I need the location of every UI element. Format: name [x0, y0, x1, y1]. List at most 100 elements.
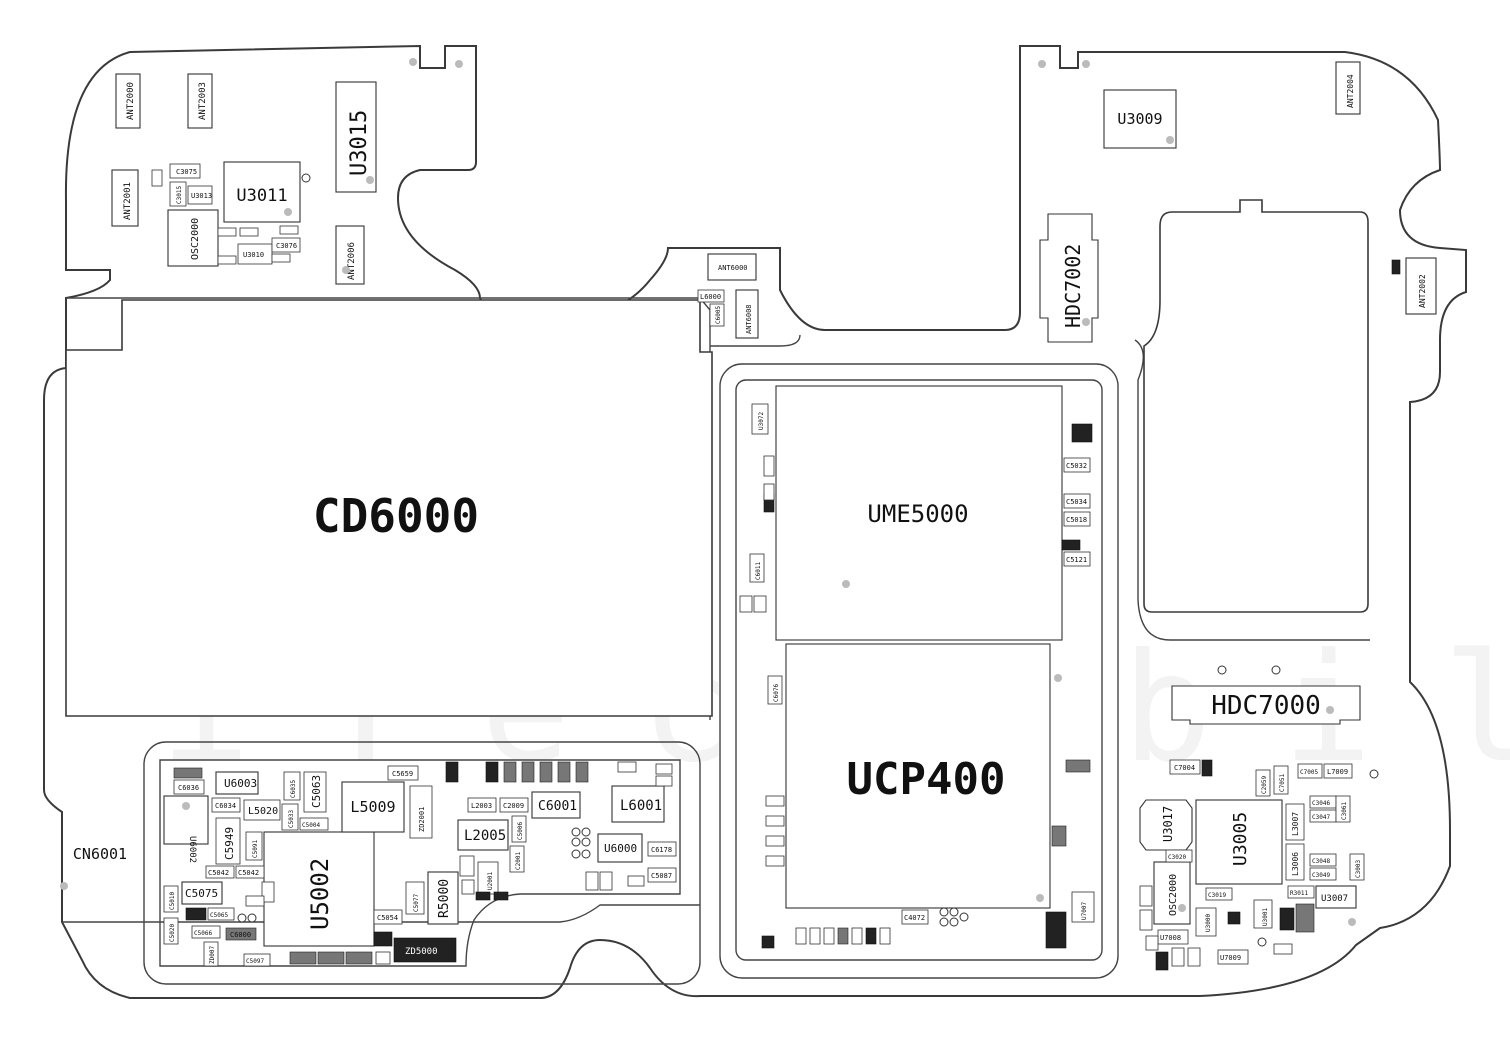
small-pad-20 [1187, 947, 1201, 967]
mid-block-2 [1065, 759, 1091, 773]
c6076-pad [767, 675, 783, 705]
u3009-chip [1103, 89, 1177, 149]
dark-strip-1 [485, 761, 499, 783]
c5091-pad [245, 831, 263, 861]
u3011-label: U3011 [236, 186, 287, 206]
u7007-label: U7007 [1081, 902, 1088, 920]
via-8 [842, 580, 850, 588]
small-pad-17 [627, 875, 645, 887]
c6036-pad [173, 779, 205, 795]
inner-route-right [1134, 339, 1370, 641]
processor-shield-outer [719, 363, 1119, 979]
c3003-pad [1349, 853, 1365, 881]
u5002-label: U5002 [306, 858, 334, 930]
c5032-label: C5032 [1066, 462, 1087, 470]
mid-strip-5 [557, 761, 571, 783]
l2003-pad [467, 797, 497, 813]
via-16 [342, 266, 350, 274]
c5006-pad [511, 815, 527, 843]
dark-block-9 [493, 891, 509, 901]
dark-block-7 [373, 931, 393, 947]
u5002-chip [263, 831, 375, 947]
u3072-pad [751, 403, 769, 435]
mid-block-1 [1051, 825, 1067, 847]
r3011-pad [1287, 885, 1315, 899]
c5034-pad [1063, 493, 1091, 509]
c3019-label: C3019 [1208, 892, 1226, 899]
mid-strip-6 [575, 761, 589, 783]
c6035-label: C6035 [290, 780, 297, 798]
small-pad-21 [1273, 943, 1293, 955]
c5087-label: C5087 [651, 872, 672, 880]
cap-ring-7 [247, 913, 257, 923]
cap-ring-5 [959, 912, 969, 922]
c5075-label: C5075 [185, 887, 218, 900]
small-pad-16 [599, 871, 613, 891]
zd007-label: ZD007 [209, 946, 216, 964]
c6076-label: C6076 [773, 684, 780, 702]
c2001-label: C2001 [515, 852, 522, 870]
c2059-label: C2059 [1261, 776, 1268, 794]
test-point-1 [301, 173, 311, 183]
c5063-label: C5063 [310, 775, 323, 808]
c6011-label: C6011 [755, 562, 762, 580]
c3061-pad [1335, 795, 1351, 823]
c3046-label: C3046 [1312, 800, 1330, 807]
c5010-label: C5010 [169, 892, 176, 910]
ant2004-pad [1335, 61, 1361, 115]
u3000-pad [1195, 907, 1217, 937]
c5121-pad [1063, 551, 1091, 567]
ant6000-label: ANT6000 [718, 264, 748, 272]
ant2003-pad [187, 73, 213, 129]
via-3 [1038, 60, 1046, 68]
u3013-pad [187, 185, 213, 205]
mid-row-2 [317, 951, 345, 965]
via-2 [455, 60, 463, 68]
r3011-label: R3011 [1290, 890, 1308, 897]
c5065-pad [207, 907, 235, 921]
c6001-label: C6001 [538, 799, 577, 814]
pad-row-b-7 [879, 927, 891, 945]
c7051-pad [1273, 765, 1289, 795]
u3001-label: U3001 [1262, 908, 1269, 926]
small-pad-1 [151, 169, 163, 187]
l5009-chip [341, 781, 405, 833]
zd5000-block [393, 937, 457, 963]
pad-row-b-5 [851, 927, 863, 945]
ant2003-label: ANT2003 [198, 82, 208, 120]
u6002-via [182, 802, 190, 810]
c5121-label: C5121 [1066, 556, 1087, 564]
pad-row-b-3 [823, 927, 835, 945]
ant2002-pad [1405, 257, 1437, 315]
c5004-pad [299, 817, 329, 831]
c2009-label: C2009 [503, 802, 524, 810]
c2009-pad [499, 797, 529, 813]
ant2000-pad [115, 73, 141, 129]
ant2006-pad [335, 225, 365, 285]
c5018-pad [1063, 511, 1091, 527]
dark-block-13 [1279, 907, 1295, 931]
u7009-pad [1217, 949, 1249, 965]
dark-strip-7 [445, 761, 459, 783]
right-shield [1143, 199, 1369, 613]
cap-ring-13 [581, 849, 591, 859]
pad-row-l-6 [765, 815, 785, 827]
l5020-label: L5020 [248, 806, 278, 817]
small-pad-3 [239, 227, 259, 237]
via-13 [1348, 918, 1356, 926]
pad-row-l-2 [753, 595, 767, 613]
c3015-label: C3015 [176, 186, 183, 204]
pad-row-b-4 [837, 927, 849, 945]
cap-ring-9 [581, 827, 591, 837]
c3019-pad [1205, 887, 1233, 901]
u6002-label: U6002 [187, 836, 197, 863]
ant2004-label: ANT2004 [1346, 74, 1355, 108]
via-1 [409, 58, 417, 66]
u3005-label: U3005 [1230, 812, 1251, 866]
small-pad-8 [245, 895, 265, 907]
c4072-pad [901, 909, 929, 925]
c5097-label: C5097 [246, 958, 264, 965]
dark-marker-1 [1391, 259, 1401, 275]
osc2000-bottom-label: OSC2000 [1168, 874, 1179, 916]
